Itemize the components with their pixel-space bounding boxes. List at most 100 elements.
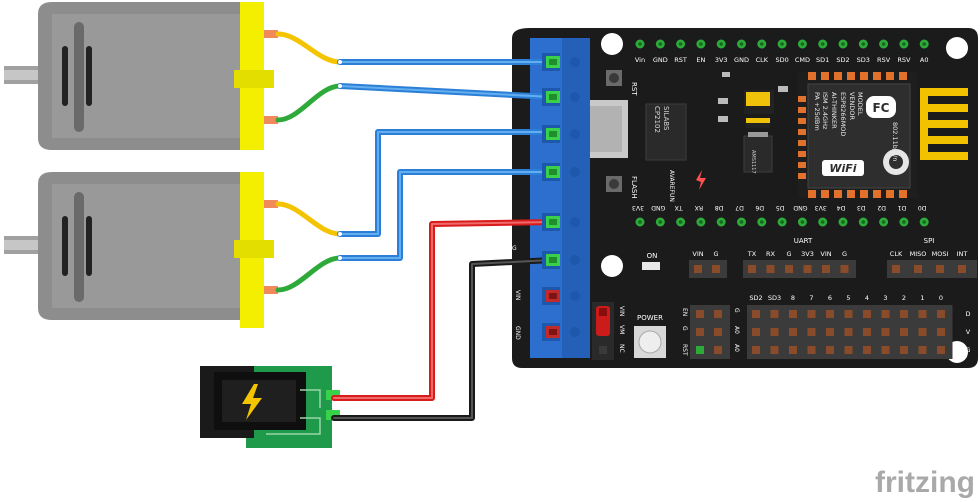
regulator-label: AMS1117: [750, 150, 756, 174]
mid-header-label: A0: [733, 326, 740, 334]
bottom-header-pin[interactable]: [777, 217, 787, 227]
gpio-pin[interactable]: [863, 310, 871, 318]
gpio-pin[interactable]: [900, 328, 908, 336]
spi-pin[interactable]: [958, 265, 966, 273]
top-header-label: GND: [653, 56, 668, 64]
gpio-pin[interactable]: [789, 346, 797, 354]
top-header-pin[interactable]: [919, 39, 929, 49]
bottom-header-pin[interactable]: [838, 217, 848, 227]
uart-pin[interactable]: [785, 265, 793, 273]
bottom-header-pin[interactable]: [696, 217, 706, 227]
top-header-pin[interactable]: [879, 39, 889, 49]
left-header-pin[interactable]: [696, 310, 704, 318]
top-header-label: RSV: [897, 56, 911, 64]
gpio-pin[interactable]: [826, 346, 834, 354]
gpio-pin[interactable]: [863, 328, 871, 336]
gpio-pin[interactable]: [937, 310, 945, 318]
gpio-row-label: G: [965, 346, 970, 354]
uart-pin[interactable]: [840, 265, 849, 273]
motor-2-terminal-bottom: [264, 286, 278, 294]
left-header-label: EN: [681, 308, 688, 316]
uart-pin[interactable]: [748, 265, 756, 273]
uart-pin[interactable]: [766, 265, 775, 273]
gpio-pin[interactable]: [789, 310, 797, 318]
gpio-pin[interactable]: [881, 310, 890, 318]
spi-pin[interactable]: [914, 265, 922, 273]
top-header-pin[interactable]: [797, 39, 807, 49]
left-header-pin[interactable]: [696, 328, 704, 336]
top-header-pin[interactable]: [635, 39, 645, 49]
uart-pin[interactable]: [822, 265, 830, 273]
gpio-pin[interactable]: [937, 346, 945, 354]
left-header-pin[interactable]: [696, 346, 704, 354]
bottom-header-pin[interactable]: [635, 217, 645, 227]
top-header-pin[interactable]: [757, 39, 767, 49]
gpio-pin[interactable]: [770, 346, 779, 354]
left-header-pin[interactable]: [714, 346, 722, 354]
dc-barrel-jack: [200, 366, 340, 448]
gpio-pin[interactable]: [844, 328, 853, 336]
top-header-pin[interactable]: [899, 39, 909, 49]
gpio-pin[interactable]: [900, 346, 908, 354]
gpio-pin[interactable]: [789, 328, 797, 336]
top-header-pin[interactable]: [777, 39, 787, 49]
top-header-pin[interactable]: [737, 39, 746, 49]
bottom-header-pin[interactable]: [676, 217, 686, 227]
gpio-pin[interactable]: [881, 328, 890, 336]
gpio-pin[interactable]: [752, 328, 760, 336]
bottom-header-pin[interactable]: [716, 217, 726, 227]
gpio-pin[interactable]: [752, 310, 760, 318]
bottom-header-pin[interactable]: [797, 217, 807, 227]
top-header-pin[interactable]: [676, 39, 686, 49]
gpio-pin[interactable]: [918, 328, 927, 336]
bottom-header-pin[interactable]: [919, 217, 929, 227]
bottom-header-pin[interactable]: [879, 217, 889, 227]
bottom-header-pin[interactable]: [818, 217, 828, 227]
bottom-header-pin[interactable]: [757, 217, 767, 227]
spi-pin[interactable]: [892, 265, 900, 273]
vin-header-pin[interactable]: [712, 265, 720, 273]
gpio-pin[interactable]: [826, 328, 834, 336]
gpio-pin[interactable]: [918, 310, 927, 318]
top-header-pin[interactable]: [655, 39, 665, 49]
vin-header-label: VIN: [692, 250, 703, 258]
left-header-pin[interactable]: [714, 328, 722, 336]
top-header-pin[interactable]: [716, 39, 726, 49]
gpio-pin[interactable]: [844, 346, 853, 354]
bottom-header-pin[interactable]: [737, 217, 746, 227]
top-header-pin[interactable]: [818, 39, 828, 49]
gpio-pin[interactable]: [844, 310, 853, 318]
gpio-pin[interactable]: [937, 328, 945, 336]
bottom-header-pin[interactable]: [899, 217, 909, 227]
gpio-pin[interactable]: [807, 310, 816, 318]
gpio-pin[interactable]: [807, 346, 816, 354]
top-header-label: Vin: [635, 56, 645, 64]
power-select-jumper[interactable]: VIN VM NC: [592, 302, 625, 360]
terminal-screw: [542, 163, 580, 181]
voltage-regulator: [743, 135, 773, 173]
gpio-pin[interactable]: [918, 346, 927, 354]
gpio-pin[interactable]: [770, 310, 779, 318]
bottom-header-label: D1: [897, 204, 906, 211]
gpio-pin[interactable]: [900, 310, 908, 318]
top-header-label: GND: [734, 56, 749, 64]
gpio-pin[interactable]: [807, 328, 816, 336]
gpio-column-label: 1: [920, 294, 924, 302]
uart-pin[interactable]: [803, 265, 812, 273]
uart-label: 3V3: [801, 250, 814, 258]
gpio-pin[interactable]: [770, 328, 779, 336]
gpio-pin[interactable]: [752, 346, 760, 354]
top-header-pin[interactable]: [858, 39, 868, 49]
bottom-header-pin[interactable]: [858, 217, 868, 227]
top-header-pin[interactable]: [838, 39, 848, 49]
top-header-pin[interactable]: [696, 39, 706, 49]
bottom-header-pin[interactable]: [655, 217, 665, 227]
gpio-pin[interactable]: [863, 346, 871, 354]
brand-logo-icon: [696, 170, 706, 190]
left-header-pin[interactable]: [714, 310, 722, 318]
spi-pin[interactable]: [936, 265, 944, 273]
gpio-pin[interactable]: [826, 310, 834, 318]
gpio-pin[interactable]: [881, 346, 890, 354]
brand-label: AVAREFUN: [668, 170, 675, 202]
vin-header-pin[interactable]: [694, 265, 702, 273]
